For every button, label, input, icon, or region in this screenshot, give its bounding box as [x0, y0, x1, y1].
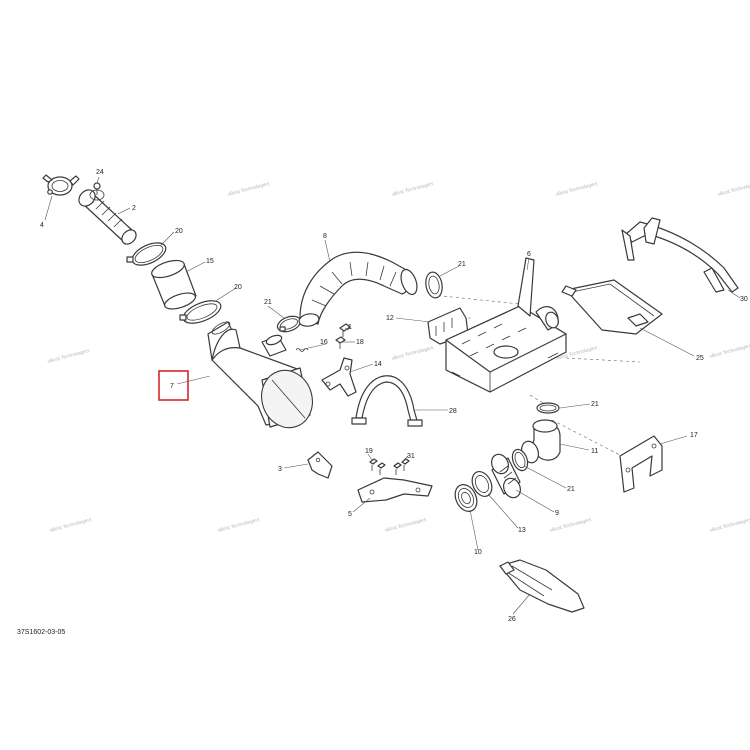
callout-7: 7: [170, 383, 174, 390]
watermark: vBest Technologies: [227, 181, 271, 198]
part-14-bracket: [321, 357, 357, 397]
part-28-strap: [351, 375, 423, 427]
callout-6: 6: [527, 251, 531, 258]
callout-2: 2: [132, 205, 136, 212]
callout-31: 31: [407, 453, 415, 460]
part-30-heat-shield: [621, 217, 739, 293]
part-5-plate-bracket: [357, 477, 433, 503]
diagram-reference-code: 37S1602-03-05: [17, 629, 65, 636]
callout-21-lower: 21: [567, 486, 575, 493]
part-18-fastener: [335, 336, 346, 349]
callout-9: 9: [555, 510, 559, 517]
callout-labels: 24 4 2 20 15 20 8 21 6 30 21 1 18 16 12 …: [40, 169, 748, 623]
callout-15: 15: [206, 258, 214, 265]
callout-4: 4: [40, 222, 44, 229]
callout-19: 19: [365, 448, 373, 455]
part-20-band-clamp-upper: [126, 242, 167, 266]
part-16-spring: [295, 348, 309, 352]
callout-20-upper: 20: [175, 228, 183, 235]
part-1-fastener: [339, 323, 351, 337]
callout-3: 3: [278, 466, 282, 473]
leader-lines: [44, 176, 741, 615]
callout-10: 10: [474, 549, 482, 556]
part-21-gasket-ring: [425, 271, 443, 299]
watermark: vBest Technologies: [717, 181, 750, 198]
part-10-ring: [454, 484, 478, 512]
callout-21-mid: 21: [591, 401, 599, 408]
watermark: vBest Technologies: [391, 345, 435, 362]
callout-8: 8: [323, 233, 327, 240]
part-2-flex-pipe: [78, 189, 137, 245]
part-8-flex-duct: [298, 251, 418, 327]
callout-17: 17: [690, 432, 698, 439]
watermark: vBest Technologies: [384, 517, 428, 534]
watermark: vBest Technologies: [49, 517, 93, 534]
part-21-clamp-mid: [536, 402, 560, 414]
callout-1: 1: [348, 324, 352, 331]
part-21-clamp-lower: [511, 448, 529, 472]
watermark: vBest Technologies: [47, 348, 91, 365]
watermark: vBest Technologies: [217, 517, 261, 534]
part-9-coupler: [491, 453, 521, 499]
callout-26: 26: [508, 616, 516, 623]
part-3-small-bracket: [307, 451, 333, 479]
callout-30: 30: [740, 296, 748, 303]
watermark: vBest Technologies: [709, 343, 750, 360]
part-19-bolt: [369, 458, 386, 475]
callout-28: 28: [449, 408, 457, 415]
watermark: vBest Technologies: [549, 517, 593, 534]
callout-21-gasket: 21: [458, 261, 466, 268]
watermark: vBest Technologies: [391, 181, 435, 198]
callout-11: 11: [591, 448, 598, 455]
callout-13: 13: [518, 527, 526, 534]
part-25-heat-shield-plate: [561, 279, 663, 335]
part-11-elbow: [520, 419, 561, 464]
watermark: vBest Technologies: [709, 517, 750, 534]
part-20-band-clamp-lower: [179, 300, 222, 324]
callout-20-lower: 20: [234, 284, 242, 291]
part-15-sleeve: [151, 259, 197, 310]
callout-12: 12: [386, 315, 394, 322]
part-21-clamp-muffler: [276, 315, 302, 333]
part-26-lower-shield: [499, 559, 585, 613]
part-13-ring: [471, 471, 493, 497]
callout-25: 25: [696, 355, 704, 362]
highlighted-callout-box: [158, 370, 189, 401]
part-17-bracket: [619, 435, 663, 493]
callout-21-muffler: 21: [264, 299, 272, 306]
callout-5: 5: [348, 511, 352, 518]
callout-14: 14: [374, 361, 382, 368]
part-31-bolt: [393, 458, 410, 475]
callout-18: 18: [356, 339, 364, 346]
callout-16: 16: [320, 339, 328, 346]
part-6-silencer-box: [445, 257, 567, 393]
part-7-muffler: [207, 321, 313, 429]
watermark: vBest Technologies: [555, 181, 599, 198]
part-4-clamp: [42, 174, 80, 196]
callout-24: 24: [96, 169, 104, 176]
